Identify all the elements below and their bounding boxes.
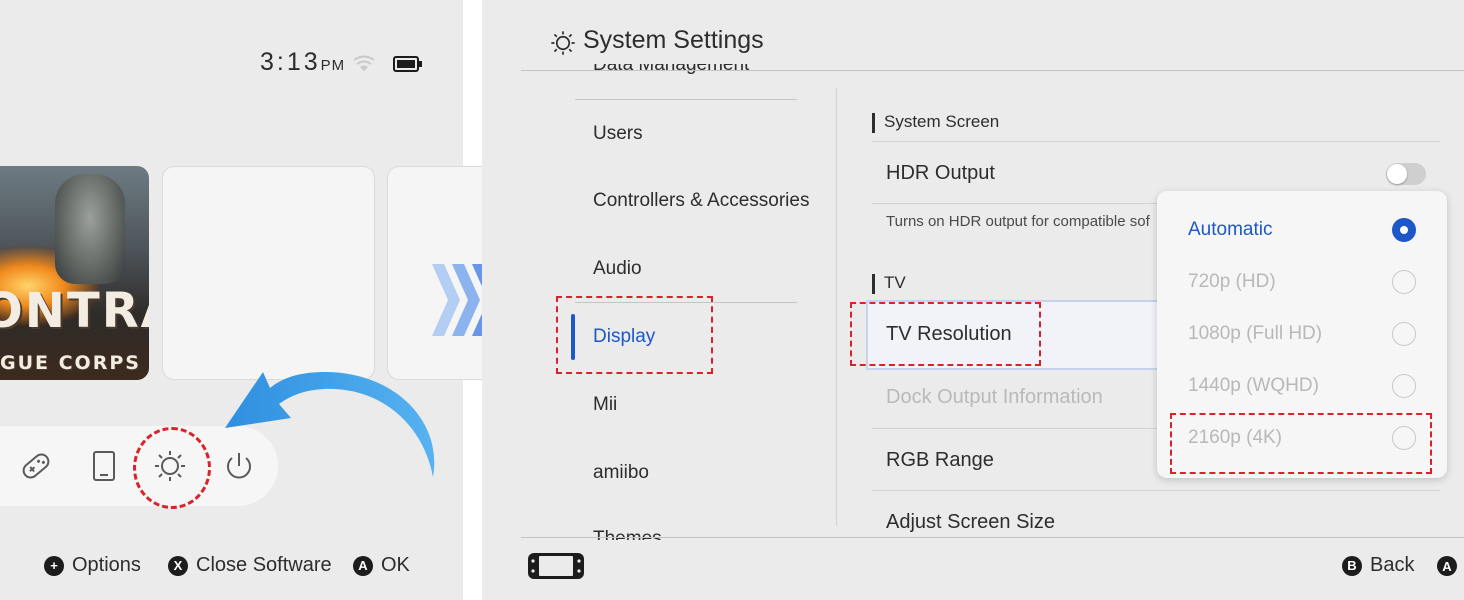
radio-icon[interactable]: [1392, 270, 1416, 294]
dock-output-information-label[interactable]: Dock Output Information: [886, 386, 1103, 408]
footer-divider: [521, 537, 1464, 538]
hint-ok: A OK: [353, 554, 410, 577]
curved-arrow-icon: [225, 372, 435, 477]
radio-icon[interactable]: [1392, 322, 1416, 346]
game-title: ONTRA: [0, 283, 149, 339]
sidebar-item-controllers[interactable]: Controllers & Accessories: [593, 190, 810, 211]
sidebar-item-amiibo[interactable]: amiibo: [593, 462, 649, 483]
row-divider: [872, 141, 1440, 142]
section-heading-tv: TV: [872, 273, 906, 294]
empty-game-tile[interactable]: [162, 166, 375, 380]
battery-icon: [393, 56, 422, 72]
toggle-knob: [1387, 164, 1407, 184]
rgb-range-label[interactable]: RGB Range: [886, 449, 994, 471]
option-1080p[interactable]: 1080p (Full HD): [1188, 323, 1323, 344]
hint-label: Options: [72, 554, 141, 576]
page-title: System Settings: [583, 26, 764, 54]
hint-close-software: X Close Software: [168, 554, 332, 577]
b-button-icon: B: [1342, 555, 1362, 576]
a-button-icon[interactable]: A: [1437, 556, 1457, 576]
back-label: Back: [1370, 554, 1415, 576]
sidebar-item-display[interactable]: Display: [593, 326, 656, 347]
settings-icon: [551, 31, 575, 55]
row-divider: [872, 490, 1440, 491]
game-title-art: ONTRA GUE CORPS: [0, 166, 149, 380]
album-icon[interactable]: [86, 448, 122, 484]
x-button-icon: X: [168, 555, 188, 576]
clock: 3:13PM: [260, 48, 345, 77]
controllers-icon[interactable]: [18, 448, 54, 484]
game-tile[interactable]: [0, 166, 149, 380]
header-divider: [521, 70, 1464, 71]
radio-icon[interactable]: [1392, 426, 1416, 450]
wifi-icon: [353, 55, 375, 71]
hint-label: OK: [381, 554, 410, 576]
sidebar-item-users[interactable]: Users: [593, 123, 643, 144]
hdr-output-toggle[interactable]: [1386, 163, 1426, 185]
option-1440p[interactable]: 1440p (WQHD): [1188, 375, 1319, 396]
tv-resolution-highlight-box: [850, 302, 1041, 366]
tv-resolution-label[interactable]: TV Resolution: [886, 323, 1012, 345]
section-heading-system-screen: System Screen: [872, 112, 999, 133]
hdr-output-label[interactable]: HDR Output: [886, 162, 995, 184]
sidebar-divider: [575, 99, 797, 100]
option-2160p[interactable]: 2160p (4K): [1188, 427, 1283, 448]
sidebar-selection-indicator: [571, 314, 575, 360]
tv-resolution-row[interactable]: [866, 300, 1170, 370]
a-button-icon: A: [353, 555, 373, 576]
sidebar-item-mii[interactable]: Mii: [593, 394, 618, 415]
sidebar-item-audio[interactable]: Audio: [593, 258, 642, 279]
option-720p[interactable]: 720p (HD): [1188, 271, 1276, 292]
radio-icon[interactable]: [1392, 374, 1416, 398]
adjust-screen-size-label[interactable]: Adjust Screen Size: [886, 511, 1055, 533]
hint-label: Close Software: [196, 554, 332, 576]
sidebar-divider: [575, 302, 797, 303]
power-icon[interactable]: [221, 448, 257, 484]
radio-selected-icon[interactable]: [1392, 218, 1416, 242]
game-art-character: [55, 174, 125, 284]
console-icon: [528, 553, 584, 579]
game-subtitle: GUE CORPS: [0, 352, 141, 374]
clock-ampm: PM: [320, 57, 346, 74]
hint-options: + Options: [44, 554, 141, 577]
row-divider: [872, 428, 1440, 429]
clock-time: 3:13: [260, 48, 321, 76]
option-automatic[interactable]: Automatic: [1188, 219, 1273, 240]
sidebar-item-data-management[interactable]: Data Management: [593, 54, 750, 75]
pane-divider: [836, 88, 837, 526]
hdr-output-description: Turns on HDR output for compatible sof: [886, 213, 1150, 230]
plus-button-icon: +: [44, 555, 64, 576]
4k-highlight-box: [1170, 413, 1432, 474]
row-divider: [872, 203, 1440, 204]
display-highlight-box: [556, 296, 713, 374]
settings-highlight-circle: [133, 427, 211, 509]
back-hint[interactable]: B Back: [1342, 554, 1414, 577]
